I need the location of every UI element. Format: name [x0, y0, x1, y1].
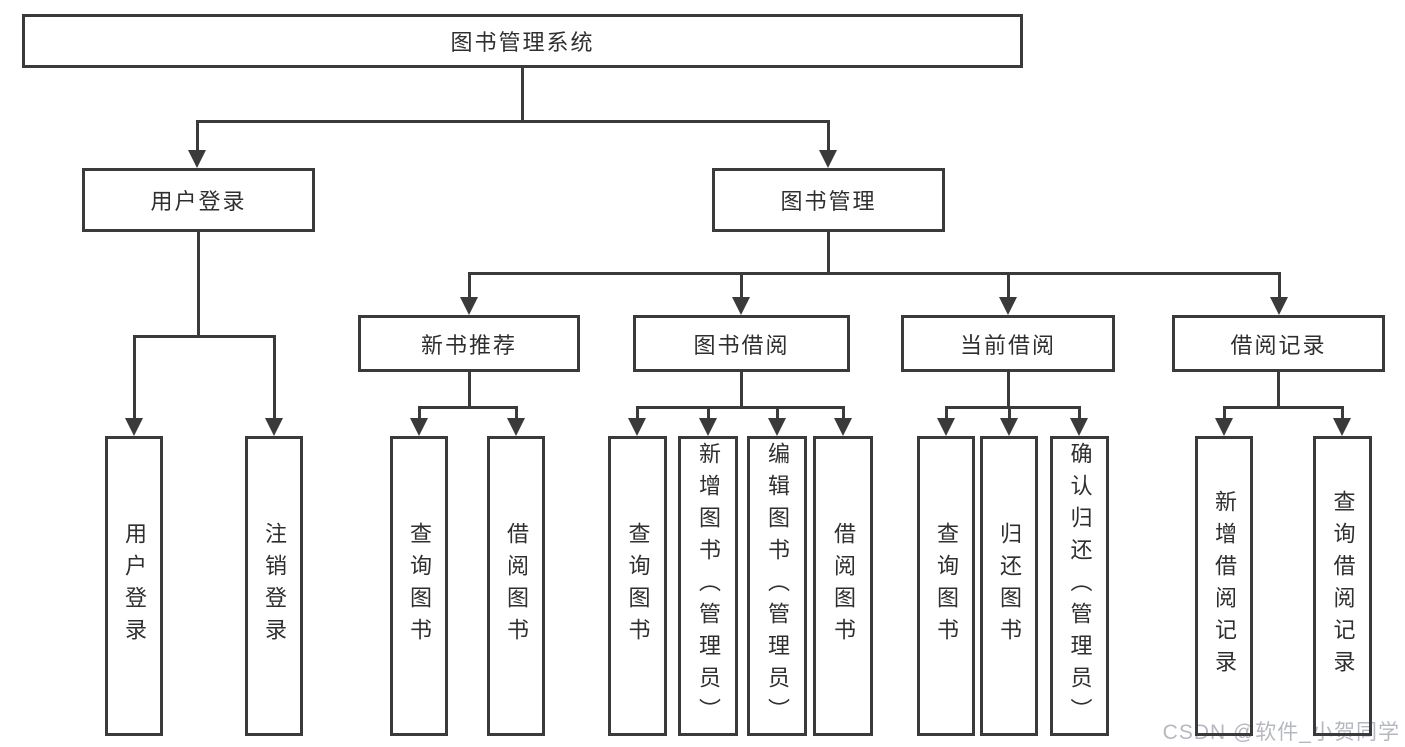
node-book-borrow: 图书借阅	[633, 315, 850, 372]
leaf-cb-confirm-return: 确认归还（管理员）	[1050, 436, 1109, 736]
connector-line	[1007, 272, 1010, 299]
arrow-down-icon	[732, 297, 750, 315]
connector-line	[945, 406, 1081, 409]
leaf-bb-add-books: 新增图书（管理员）	[678, 436, 738, 736]
leaf-rec-query-books: 查询图书	[390, 436, 448, 736]
connector-line	[740, 272, 743, 299]
node-new-book-rec: 新书推荐	[358, 315, 580, 372]
arrow-down-icon	[1270, 297, 1288, 315]
csdn-watermark: CSDN @软件_小贺同学	[1162, 721, 1400, 744]
arrow-down-icon	[937, 418, 955, 436]
leaf-rec-borrow-books-label: 借阅图书	[504, 522, 529, 650]
node-current-borrow-label: 当前借阅	[959, 332, 1056, 358]
connector-line	[273, 335, 276, 420]
node-user-login-label: 用户登录	[150, 189, 247, 214]
connector-line	[827, 120, 830, 154]
leaf-bb-borrow-books-label: 借阅图书	[831, 522, 856, 650]
leaf-cb-query-books-label: 查询图书	[934, 522, 959, 650]
connector-line	[515, 406, 518, 420]
leaf-bb-query-books-label: 查询图书	[625, 522, 651, 650]
leaf-br-add-record-label: 新增借阅记录	[1212, 490, 1237, 682]
arrow-down-icon	[188, 150, 206, 168]
connector-line	[1223, 406, 1344, 409]
node-user-login: 用户登录	[82, 168, 315, 232]
arrow-down-icon	[265, 418, 283, 436]
connector-line	[521, 68, 524, 122]
connector-line	[196, 120, 830, 123]
leaf-bb-edit-books-label: 编辑图书（管理员）	[765, 442, 790, 730]
leaf-user-login: 用户登录	[105, 436, 163, 736]
connector-line	[636, 406, 639, 420]
arrow-down-icon	[819, 150, 837, 168]
node-book-mgmt: 图书管理	[712, 168, 945, 232]
arrow-down-icon	[999, 297, 1017, 315]
connector-line	[1341, 406, 1344, 420]
connector-line	[636, 406, 845, 409]
arrow-down-icon	[1333, 418, 1351, 436]
leaf-logout-label: 注销登录	[262, 522, 287, 650]
leaf-bb-add-books-label: 新增图书（管理员）	[696, 442, 721, 730]
leaf-br-query-record: 查询借阅记录	[1313, 436, 1372, 736]
node-new-book-rec-label: 新书推荐	[420, 332, 517, 358]
node-borrow-records-label: 借阅记录	[1230, 332, 1327, 358]
node-current-borrow: 当前借阅	[901, 315, 1115, 372]
leaf-br-query-record-label: 查询借阅记录	[1330, 490, 1356, 682]
connector-line	[133, 335, 276, 338]
leaf-bb-query-books: 查询图书	[608, 436, 667, 736]
arrow-down-icon	[768, 418, 786, 436]
arrow-down-icon	[410, 418, 428, 436]
leaf-cb-query-books: 查询图书	[917, 436, 975, 736]
arrow-down-icon	[125, 418, 143, 436]
connector-line	[1278, 272, 1281, 299]
leaf-rec-query-books-label: 查询图书	[407, 522, 432, 650]
connector-line	[1008, 406, 1011, 420]
node-book-borrow-label: 图书借阅	[693, 332, 790, 358]
arrow-down-icon	[628, 418, 646, 436]
leaf-bb-borrow-books: 借阅图书	[813, 436, 873, 736]
leaf-cb-return-books: 归还图书	[980, 436, 1038, 736]
leaf-user-login-label: 用户登录	[122, 522, 147, 650]
connector-line	[468, 372, 471, 406]
connector-line	[776, 406, 779, 420]
leaf-cb-return-books-label: 归还图书	[997, 522, 1022, 650]
node-book-mgmt-label: 图书管理	[780, 189, 877, 214]
connector-line	[1277, 372, 1280, 406]
arrow-down-icon	[460, 297, 478, 315]
leaf-cb-confirm-return-label: 确认归还（管理员）	[1067, 442, 1093, 730]
connector-line	[468, 272, 1281, 275]
leaf-rec-borrow-books: 借阅图书	[487, 436, 545, 736]
arrow-down-icon	[1215, 418, 1233, 436]
connector-line	[945, 406, 948, 420]
connector-line	[740, 372, 743, 406]
connector-line	[1078, 406, 1081, 420]
arrow-down-icon	[834, 418, 852, 436]
connector-line	[418, 406, 421, 420]
connector-line	[707, 406, 710, 420]
arrow-down-icon	[1070, 418, 1088, 436]
connector-line	[827, 232, 830, 272]
connector-line	[197, 232, 200, 335]
connector-line	[1223, 406, 1226, 420]
leaf-br-add-record: 新增借阅记录	[1195, 436, 1253, 736]
arrow-down-icon	[1000, 418, 1018, 436]
connector-line	[196, 120, 199, 154]
connector-line	[1007, 372, 1010, 406]
leaf-logout: 注销登录	[245, 436, 303, 736]
connector-line	[133, 335, 136, 420]
node-borrow-records: 借阅记录	[1172, 315, 1385, 372]
node-root: 图书管理系统	[22, 14, 1023, 68]
leaf-bb-edit-books: 编辑图书（管理员）	[747, 436, 807, 736]
connector-line	[842, 406, 845, 420]
connector-line	[468, 272, 471, 299]
connector-line	[418, 406, 517, 409]
node-root-label: 图书管理系统	[450, 30, 595, 55]
arrow-down-icon	[699, 418, 717, 436]
arrow-down-icon	[507, 418, 525, 436]
